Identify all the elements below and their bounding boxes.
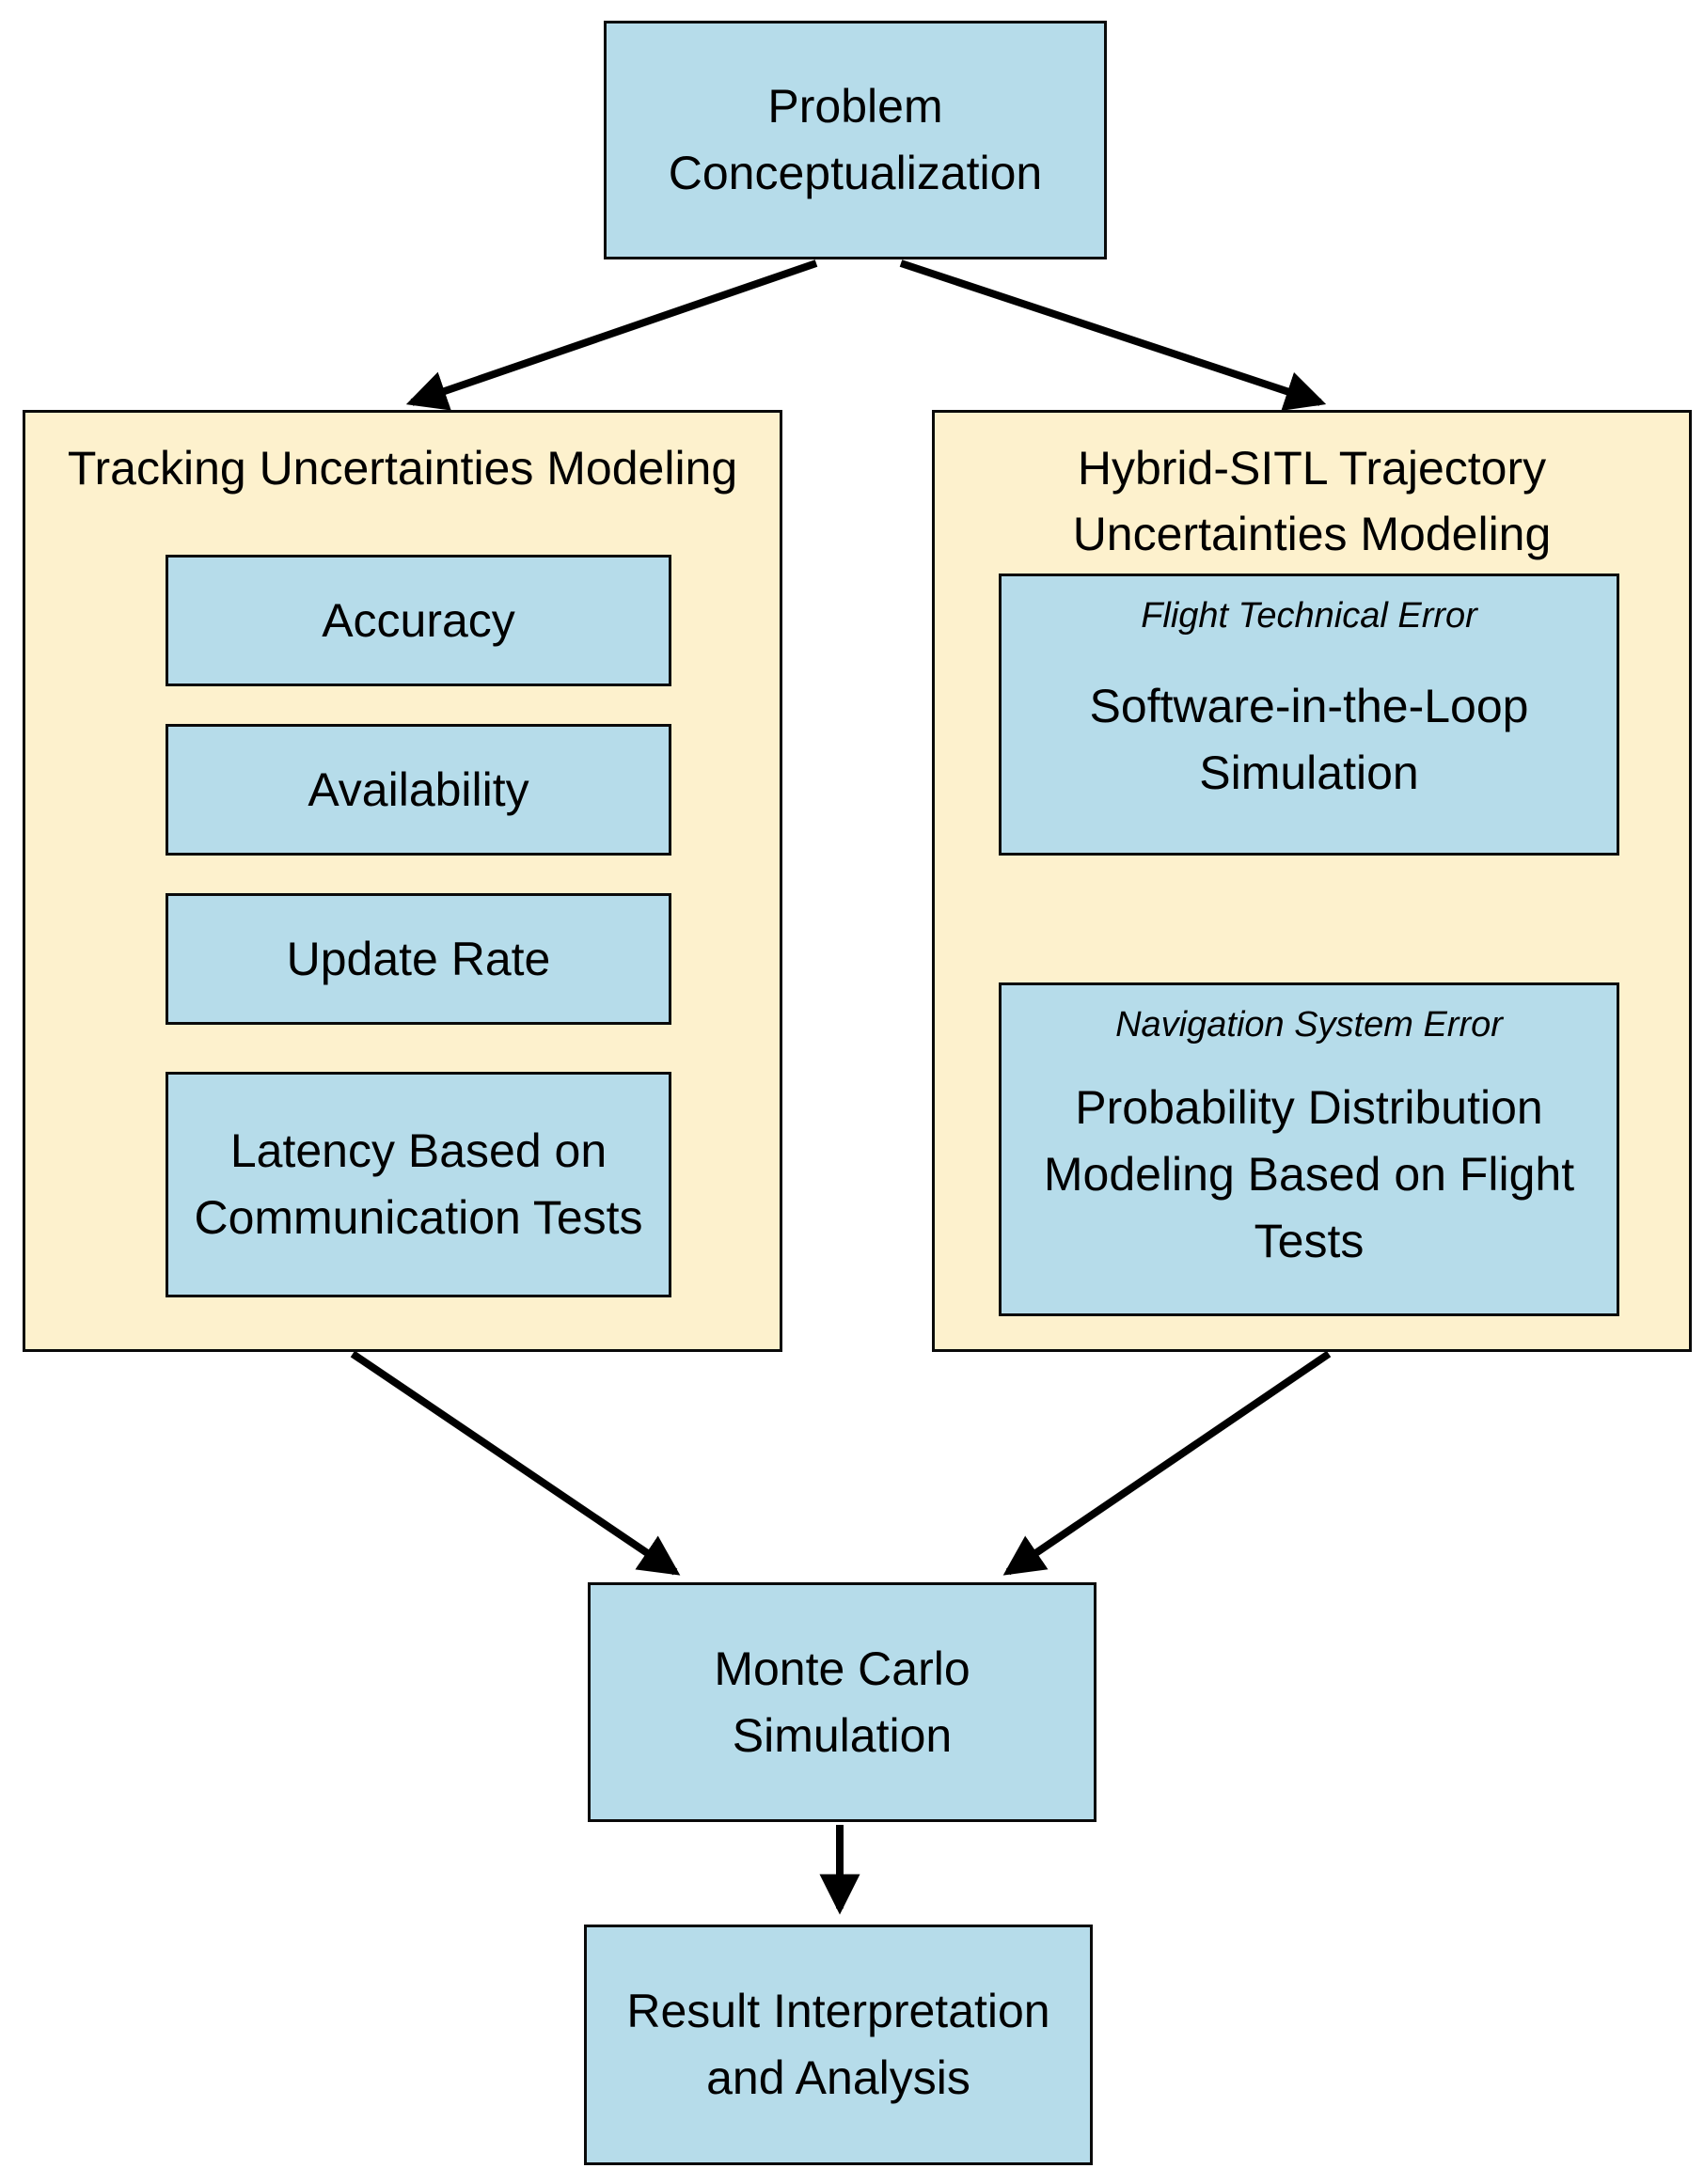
probability-distribution-label: Probability Distribution Modeling Based … bbox=[1043, 1080, 1575, 1267]
software-in-the-loop-label: Software-in-the-Loop Simulation bbox=[1089, 679, 1529, 799]
node-accuracy: Accuracy bbox=[166, 555, 671, 686]
node-problem-conceptualization: Problem Conceptualization bbox=[604, 21, 1107, 259]
node-flight-technical-error: Flight Technical Error Software-in-the-L… bbox=[999, 573, 1619, 856]
node-latency-communication-tests: Latency Based on Communication Tests bbox=[166, 1072, 671, 1297]
panel-hybrid-sitl-trajectory-uncertainties-modeling: Hybrid-SITL Trajectory Uncertainties Mod… bbox=[932, 410, 1692, 1352]
panel-title-hybrid-sitl: Hybrid-SITL Trajectory Uncertainties Mod… bbox=[1072, 442, 1552, 560]
node-result-interpretation-analysis: Result Interpretation and Analysis bbox=[584, 1925, 1093, 2165]
arrow-tracking-to-monte-carlo bbox=[350, 1350, 681, 1576]
navigation-system-error-subtitle: Navigation System Error bbox=[1115, 1005, 1503, 1045]
node-update-rate: Update Rate bbox=[166, 893, 671, 1025]
node-availability: Availability bbox=[166, 724, 671, 856]
arrow-problem-to-hybrid bbox=[899, 259, 1327, 411]
panel-tracking-uncertainties-modeling: Tracking Uncertainties Modeling Accuracy… bbox=[23, 410, 782, 1352]
flight-technical-error-subtitle: Flight Technical Error bbox=[1141, 596, 1477, 636]
arrow-problem-to-tracking bbox=[405, 259, 818, 411]
panel-title-tracking: Tracking Uncertainties Modeling bbox=[67, 442, 738, 495]
node-navigation-system-error: Navigation System Error Probability Dist… bbox=[999, 982, 1619, 1316]
arrow-hybrid-to-monte-carlo bbox=[1002, 1350, 1332, 1576]
node-monte-carlo-simulation: Monte Carlo Simulation bbox=[588, 1582, 1097, 1822]
